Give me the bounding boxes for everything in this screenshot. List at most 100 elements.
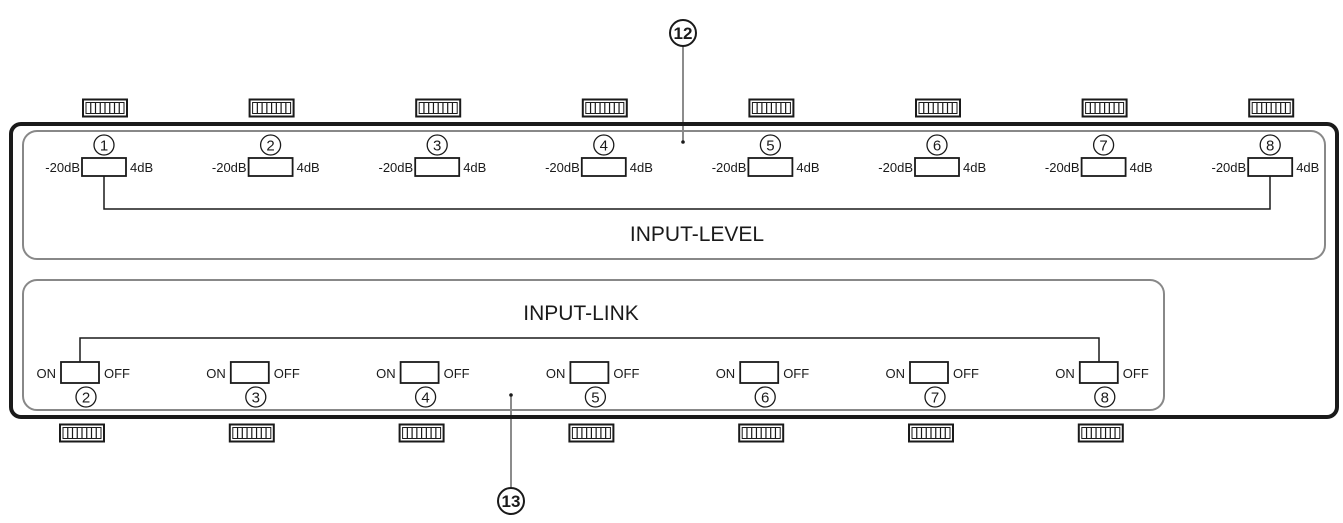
level-channel-number: 1	[100, 138, 108, 155]
level-channel-number: 3	[433, 138, 441, 155]
level-channel-number: 7	[1099, 138, 1107, 155]
link-switch-body[interactable]	[229, 361, 270, 384]
bottom-connector-6	[908, 423, 954, 443]
level-switch-body[interactable]	[414, 157, 461, 177]
bottom-connector-row	[59, 423, 1124, 443]
level-switch-body[interactable]	[247, 157, 294, 177]
link-switch-body[interactable]	[739, 361, 780, 384]
link-off-label: OFF	[274, 366, 300, 381]
level-switch-body[interactable]	[1247, 157, 1294, 177]
channel-number-circle	[924, 386, 946, 408]
level-max-label: 4dB	[1296, 160, 1319, 175]
link-on-label: ON	[37, 366, 57, 381]
top-connector-2	[248, 98, 295, 118]
level-max-label: 4dB	[796, 160, 819, 175]
channel-number-circle	[1092, 134, 1115, 156]
input-link-bracket	[79, 337, 1100, 362]
link-channel-number: 7	[931, 390, 939, 407]
link-on-label: ON	[886, 366, 906, 381]
channel-number-circle	[1094, 386, 1116, 408]
link-channel-number: 5	[591, 390, 599, 407]
link-switch-body[interactable]	[909, 361, 949, 384]
link-channel-number: 8	[1101, 390, 1109, 407]
level-switch-body[interactable]	[580, 157, 627, 177]
bottom-connector-7	[1077, 423, 1124, 443]
level-switch-body[interactable]	[747, 157, 794, 177]
link-off-label: OFF	[444, 366, 470, 381]
input-level-title: INPUT-LEVEL	[630, 223, 764, 246]
channel-number-circle	[754, 386, 776, 408]
link-switch-body[interactable]	[1078, 361, 1119, 384]
level-switch-body[interactable]	[1080, 157, 1127, 177]
link-switch-body[interactable]	[569, 361, 610, 384]
channel-number-circle	[1259, 134, 1281, 156]
bottom-connector-1	[59, 423, 105, 443]
callout-12-number: 12	[674, 24, 693, 43]
level-switch-body[interactable]	[914, 157, 960, 177]
level-max-label: 4dB	[297, 160, 320, 175]
top-connector-3	[415, 98, 462, 118]
level-min-label: -20dB	[212, 160, 247, 175]
link-switch-8[interactable]: ON OFF 8	[1055, 361, 1149, 408]
link-switch-3[interactable]: ON OFF 3	[206, 361, 300, 408]
link-off-label: OFF	[104, 366, 130, 381]
level-max-label: 4dB	[1130, 160, 1153, 175]
level-switch-2[interactable]: 2 -20dB 4dB	[212, 134, 320, 177]
level-channel-number: 5	[766, 138, 774, 155]
top-connector-5	[748, 98, 795, 118]
channel-number-circle	[414, 386, 437, 408]
link-channel-number: 4	[421, 390, 429, 407]
link-switch-2[interactable]: ON OFF 2	[37, 361, 131, 408]
link-switch-body[interactable]	[60, 361, 100, 384]
link-channel-number: 6	[761, 390, 769, 407]
channel-number-circle	[926, 134, 948, 156]
callout-13-number: 13	[502, 492, 521, 511]
level-channel-number: 6	[933, 138, 941, 155]
level-channel-number: 2	[266, 138, 274, 155]
link-off-label: OFF	[1123, 366, 1149, 381]
link-channel-number: 2	[82, 390, 90, 407]
channel-number-circle	[593, 134, 615, 156]
device-frame	[9, 122, 1339, 419]
link-on-label: ON	[206, 366, 226, 381]
level-max-label: 4dB	[630, 160, 653, 175]
bottom-connector-5	[738, 423, 785, 443]
link-switch-body[interactable]	[399, 361, 440, 384]
channel-number-circle	[759, 134, 782, 156]
link-off-label: OFF	[953, 366, 979, 381]
link-on-label: ON	[1055, 366, 1075, 381]
top-connector-4	[581, 98, 628, 118]
channel-number-circle	[75, 386, 97, 408]
level-min-label: -20dB	[45, 160, 80, 175]
level-max-label: 4dB	[130, 160, 153, 175]
channel-number-circle	[426, 134, 448, 156]
level-channel-number: 4	[600, 138, 608, 155]
top-connector-1	[82, 98, 128, 118]
channel-number-circle	[93, 134, 115, 156]
level-switch-1[interactable]: 1 -20dB 4dB	[45, 134, 153, 177]
level-max-label: 4dB	[963, 160, 986, 175]
level-min-label: -20dB	[378, 160, 413, 175]
channel-number-circle	[259, 134, 282, 156]
input-link-title: INPUT-LINK	[523, 302, 639, 325]
callout-13: 13	[497, 393, 525, 515]
link-off-label: OFF	[783, 366, 809, 381]
link-on-label: ON	[546, 366, 566, 381]
link-switch-7[interactable]: ON OFF 7	[886, 361, 980, 408]
link-channel-number: 3	[252, 390, 260, 407]
level-channel-number: 8	[1266, 138, 1274, 155]
level-switch-body[interactable]	[81, 157, 127, 177]
